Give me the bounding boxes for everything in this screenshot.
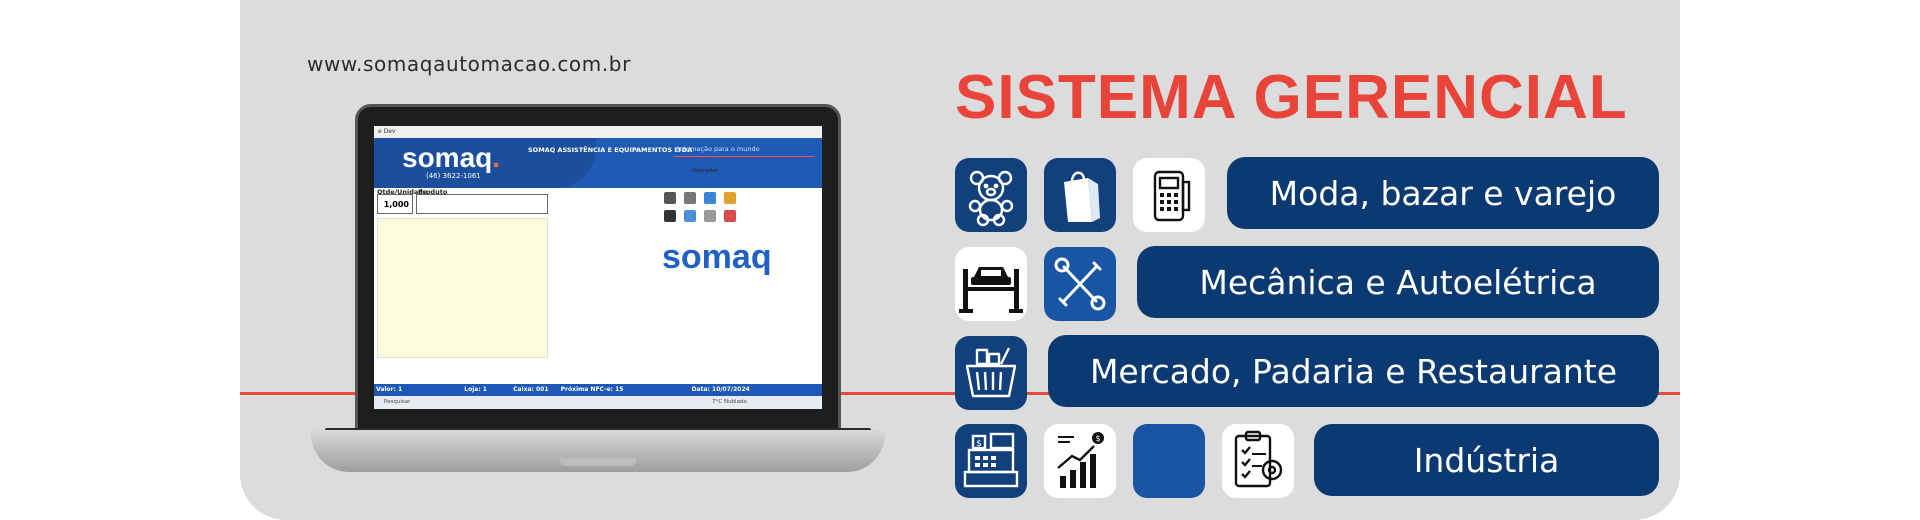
growth-chart-icon: $ [1044,424,1116,498]
qty-label: Qtde/Unidade [377,188,428,196]
cash-register-icon: $ [955,424,1027,498]
website-url[interactable]: www.somaqautomacao.com.br [307,52,631,76]
car-lift-icon [955,247,1027,321]
status-valor: Valor: 1 [376,386,403,393]
category-pill-industria[interactable]: Indústria [1314,424,1659,496]
status-loja: Loja: 1 [464,386,487,393]
laptop-notch [560,458,636,466]
category-pill-mecanica[interactable]: Mecânica e Autoelétrica [1137,246,1659,318]
svg-text:$: $ [976,439,982,449]
logo-dot: . [492,142,501,173]
teddy-bear-icon [955,158,1027,232]
tools-icon [1044,247,1116,321]
shortcut-icons [652,170,820,230]
shortcut-icon[interactable] [664,210,676,222]
status-caixa: Caixa: 001 [513,386,549,393]
shortcut-icon[interactable] [704,192,716,204]
qty-field[interactable]: 1,000 [377,194,413,214]
app-logo: somaq. [402,142,500,174]
company-name: SOMAQ ASSISTÊNCIA E EQUIPAMENTOS LTDA [528,146,693,154]
items-list[interactable] [377,218,548,358]
shopping-bag-icon [1044,158,1116,232]
phone-number: (46) 3622-1061 [426,172,481,180]
card-machine-icon [1133,158,1205,232]
company-tagline: Automação para o mundo [675,145,760,153]
logo-text: somaq [402,142,493,173]
logo-panel [374,138,596,188]
checklist-gear-icon [1222,424,1294,498]
category-pill-mercado[interactable]: Mercado, Padaria e Restaurante [1048,335,1659,407]
blank-square [1133,424,1205,498]
shortcut-icon[interactable] [724,210,736,222]
taskbar: Pesquisar 7°C Nublado [374,396,822,409]
shortcut-icon[interactable] [704,210,716,222]
taskbar-weather: 7°C Nublado [712,399,747,405]
category-pill-moda[interactable]: Moda, bazar e varejo [1227,157,1659,229]
sale-area: 1,000 [374,160,822,390]
product-label: Produto [418,188,448,196]
product-field[interactable] [416,194,548,214]
market-basket-icon [955,336,1027,410]
status-bar: Valor: 1 Loja: 1 Caixa: 001 Próxima NFC-… [374,384,822,396]
window-titlebar: e Dev [374,126,822,138]
shortcut-icon[interactable] [684,192,696,204]
status-date: Data: 10/07/2024 [691,386,750,393]
tagline-underline [674,156,814,157]
shortcut-icon[interactable] [724,192,736,204]
page-title: SISTEMA GERENCIAL [955,63,1628,132]
shortcut-icon[interactable] [684,210,696,222]
operator-label: Operador [692,168,718,174]
svg-text:$: $ [1095,434,1100,443]
screen-watermark-logo: somaq [662,238,772,276]
shortcut-icon[interactable] [664,192,676,204]
status-nfce: Próxima NFC-e: 15 [560,386,624,393]
taskbar-search[interactable]: Pesquisar [384,399,411,405]
laptop-screen: e Dev somaq. (46) 3622-1061 SOMAQ ASSIST… [374,126,822,409]
